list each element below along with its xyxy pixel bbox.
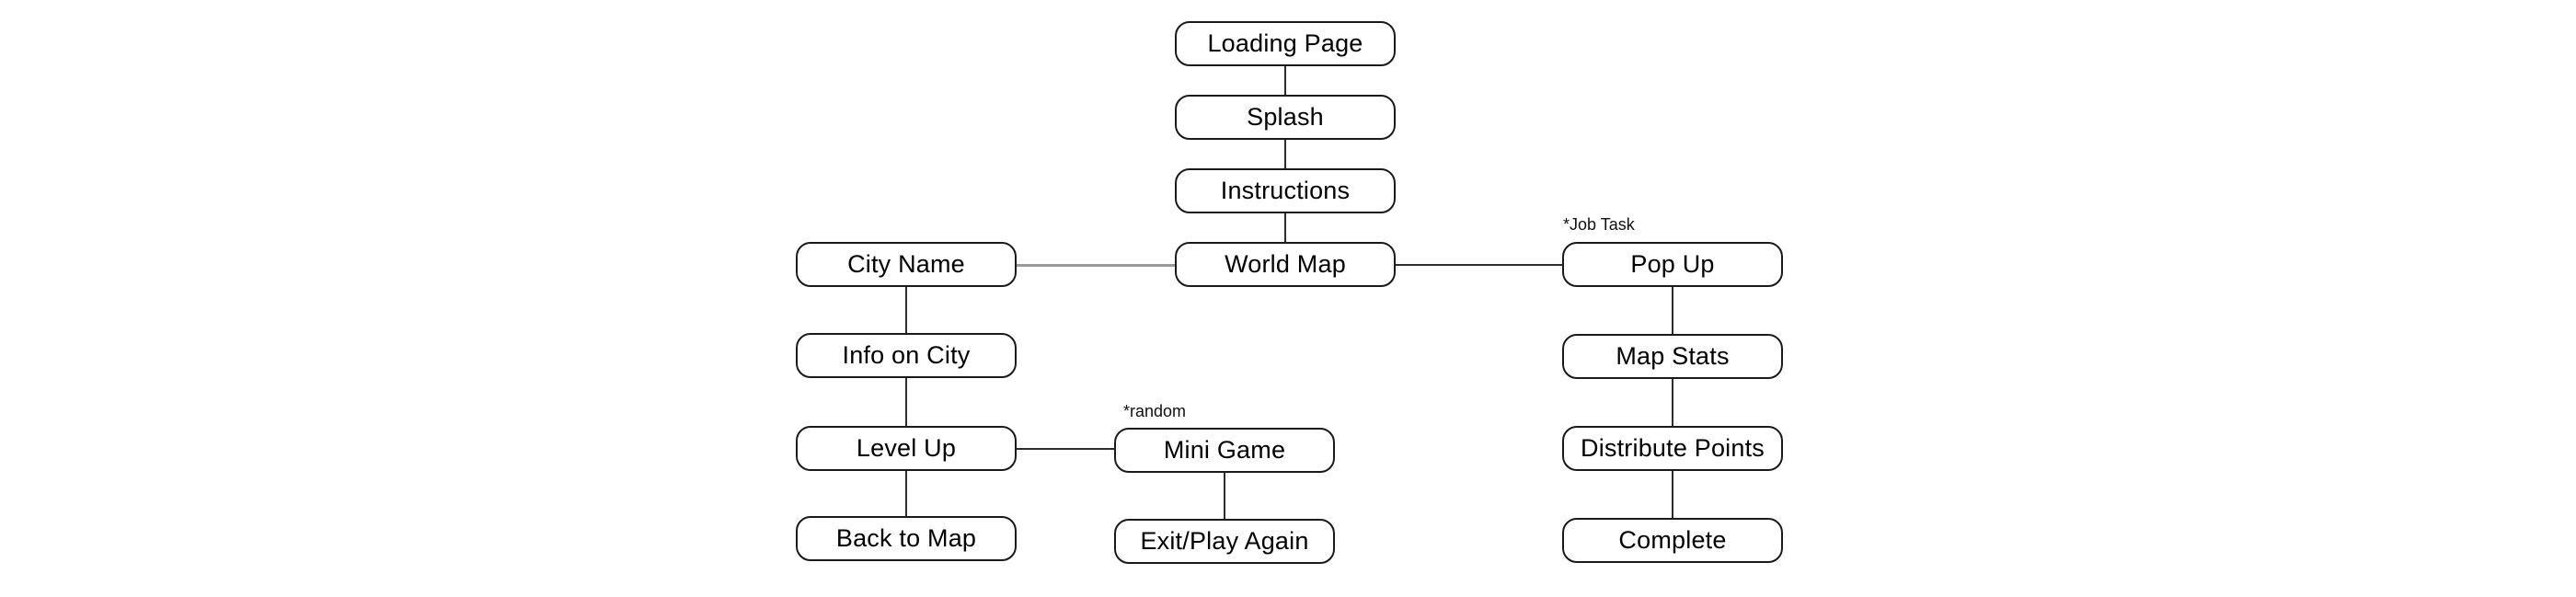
node-info-on-city: Info on City <box>796 333 1017 378</box>
node-map-stats: Map Stats <box>1562 334 1783 379</box>
node-complete: Complete <box>1562 518 1783 563</box>
connector-levelup-minigame <box>1017 448 1114 450</box>
node-exit-play-again: Exit/Play Again <box>1114 519 1335 564</box>
node-back-to-map: Back to Map <box>796 516 1017 561</box>
node-mini-game: Mini Game <box>1114 428 1335 473</box>
node-splash: Splash <box>1175 95 1396 140</box>
connector-instructions-worldmap <box>1284 213 1286 242</box>
connector-cityname-worldmap <box>1017 264 1175 267</box>
node-level-up: Level Up <box>796 426 1017 471</box>
connector-distribute-complete <box>1672 471 1673 518</box>
connector-popup-mapstats <box>1672 287 1673 334</box>
connector-worldmap-popup <box>1396 264 1562 266</box>
node-instructions: Instructions <box>1175 168 1396 213</box>
node-pop-up: Pop Up <box>1562 242 1783 287</box>
node-city-name: City Name <box>796 242 1017 287</box>
connector-loading-splash <box>1284 66 1286 95</box>
node-distribute-points: Distribute Points <box>1562 426 1783 471</box>
connector-infocity-levelup <box>905 378 907 426</box>
node-world-map: World Map <box>1175 242 1396 287</box>
node-loading-page: Loading Page <box>1175 21 1396 66</box>
connector-levelup-backtomap <box>905 471 907 516</box>
connector-minigame-exitplay <box>1224 473 1225 519</box>
connector-splash-instructions <box>1284 140 1286 168</box>
connector-mapstats-distribute <box>1672 379 1673 426</box>
annotation-job-task: *Job Task <box>1563 215 1635 234</box>
annotation-random: *random <box>1123 402 1187 420</box>
connector-cityname-infocity <box>905 287 907 333</box>
